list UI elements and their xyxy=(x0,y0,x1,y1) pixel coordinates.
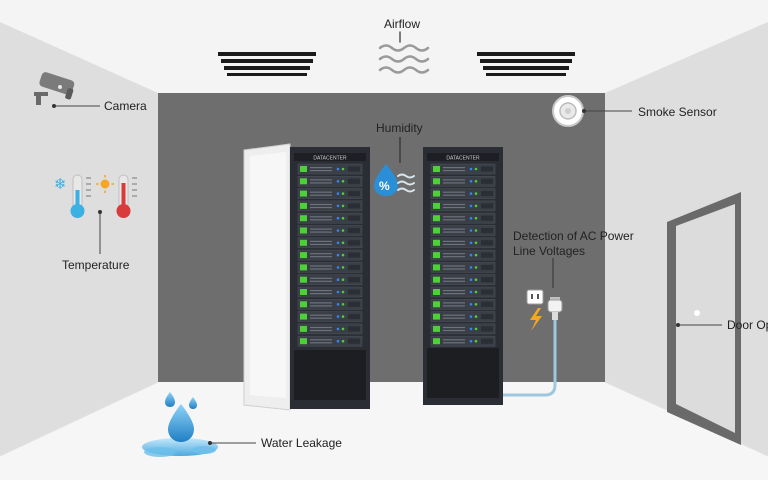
cctv-camera-icon xyxy=(34,72,75,105)
server-unit xyxy=(430,163,496,175)
humidity-label: Humidity xyxy=(376,121,423,135)
rack-brand-label: DATACENTER xyxy=(313,156,347,162)
server-unit xyxy=(297,188,363,199)
airflow-label: Airflow xyxy=(384,17,421,31)
server-unit xyxy=(430,249,496,261)
server-unit xyxy=(430,212,496,224)
thermometer-icon: ❄ xyxy=(54,174,137,218)
lightning-icon xyxy=(530,308,542,331)
rack-brand-label: DATACENTER xyxy=(446,156,480,162)
server-rack-left: DATACENTER xyxy=(290,147,370,409)
server-unit xyxy=(430,323,496,335)
server-unit xyxy=(297,286,363,298)
water-leakage-label: Water Leakage xyxy=(261,436,342,450)
server-unit xyxy=(297,311,363,322)
server-rack-right: DATACENTER xyxy=(423,147,503,405)
server-unit xyxy=(430,237,496,249)
ac-plug-icon xyxy=(526,289,563,320)
server-unit xyxy=(430,274,496,286)
server-unit xyxy=(430,311,496,322)
server-unit xyxy=(430,176,496,187)
server-unit xyxy=(297,249,363,261)
server-unit xyxy=(430,200,496,212)
server-unit xyxy=(430,335,496,347)
server-unit xyxy=(430,298,496,310)
air-vent-left-icon xyxy=(218,52,316,76)
server-unit xyxy=(297,176,363,187)
airflow-icon xyxy=(378,31,430,74)
server-unit xyxy=(297,274,363,286)
smoke-sensor-icon xyxy=(552,95,584,127)
left-wall xyxy=(0,22,158,456)
door-open-label: Door Op xyxy=(727,318,768,332)
server-unit xyxy=(430,225,496,236)
camera-label: Camera xyxy=(104,99,147,113)
server-unit xyxy=(430,188,496,199)
server-unit xyxy=(297,262,363,273)
smoke-sensor-label: Smoke Sensor xyxy=(638,105,717,119)
server-unit xyxy=(297,237,363,249)
server-unit xyxy=(297,335,363,347)
server-unit xyxy=(297,212,363,224)
server-unit xyxy=(297,298,363,310)
water-drop-icon xyxy=(142,392,218,457)
server-unit xyxy=(297,163,363,175)
server-unit xyxy=(297,200,363,212)
server-unit xyxy=(297,323,363,335)
svg-text:❄: ❄ xyxy=(54,175,67,193)
temperature-label: Temperature xyxy=(62,258,130,272)
ac-power-label: Detection of AC Power Line Voltages xyxy=(513,229,634,258)
server-unit xyxy=(430,286,496,298)
back-wall xyxy=(158,93,605,382)
svg-text:%: % xyxy=(379,179,390,193)
server-unit xyxy=(430,262,496,273)
server-unit xyxy=(297,225,363,236)
humidity-icon: % xyxy=(374,164,415,196)
door-icon xyxy=(667,192,741,445)
air-vent-right-icon xyxy=(477,52,575,76)
